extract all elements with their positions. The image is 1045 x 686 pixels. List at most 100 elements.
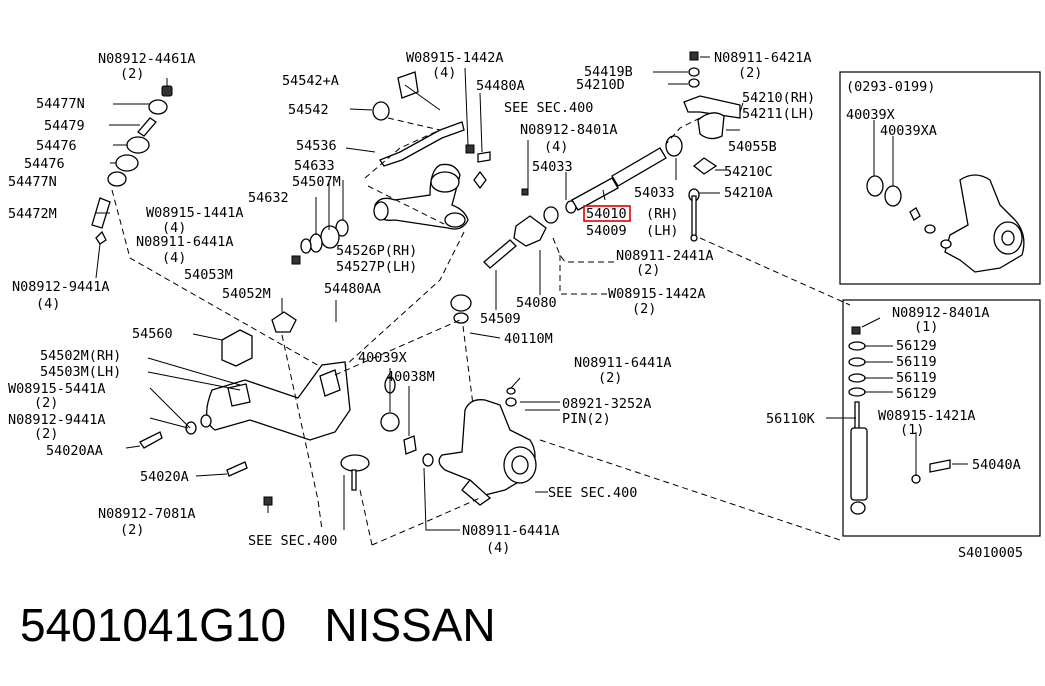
label-54542A: 54542+A <box>282 73 339 89</box>
label-08921-3252A: 08921-3252A <box>562 396 651 412</box>
label-54507M: 54507M <box>292 174 341 190</box>
label-08911-6441A: N08911-6441A <box>136 234 234 250</box>
part-labels: N08912-4461A (2) 54477N 54479 54476 5447… <box>8 50 1023 561</box>
label-qty: (2) <box>120 522 144 538</box>
label-08912-9441A: N08912-9441A <box>12 279 110 295</box>
label-qty: (2) <box>738 65 762 81</box>
label-qty: (2) <box>632 301 656 317</box>
label-qty: (4) <box>162 220 186 236</box>
label-pin: PIN(2) <box>562 411 611 427</box>
label-56129: 56129 <box>896 386 937 402</box>
label-54477N: 54477N <box>8 174 57 190</box>
label-qty: (2) <box>598 370 622 386</box>
label-08915-1442A: W08915-1442A <box>608 286 706 302</box>
label-56119: 56119 <box>896 370 937 386</box>
label-08911-6441A: N08911-6441A <box>462 523 560 539</box>
label-qty: (4) <box>486 540 510 556</box>
label-54419B: 54419B <box>584 64 633 80</box>
label-54472M: 54472M <box>8 206 57 222</box>
label-qty: (4) <box>432 65 456 81</box>
label-lh: (LH) <box>646 223 679 239</box>
label-54020A: 54020A <box>140 469 189 485</box>
label-qty: (4) <box>36 296 60 312</box>
steering-knuckle <box>380 376 537 506</box>
label-qty: (2) <box>636 262 660 278</box>
label-54055B: 54055B <box>728 139 777 155</box>
label-54527P: 54527P(LH) <box>336 259 417 275</box>
label-08912-4461A: N08912-4461A <box>98 51 196 67</box>
label-54033: 54033 <box>634 185 675 201</box>
label-54503M: 54503M(LH) <box>40 364 121 380</box>
label-qty: (2) <box>34 426 58 442</box>
label-see-sec-400: SEE SEC.400 <box>248 533 337 549</box>
label-54479: 54479 <box>44 118 85 134</box>
label-54210A: 54210A <box>724 185 773 201</box>
label-08912-8401A: N08912-8401A <box>520 122 618 138</box>
label-54632: 54632 <box>248 190 289 206</box>
label-54020AA: 54020AA <box>46 443 103 459</box>
brand-name: NISSAN <box>324 599 496 651</box>
label-40038M: 40038M <box>386 369 435 385</box>
bracket-stack-54210 <box>665 51 741 242</box>
label-54080: 54080 <box>516 295 557 311</box>
label-54536: 54536 <box>296 138 337 154</box>
figure-code: S4010005 <box>958 545 1023 561</box>
label-qty: (4) <box>162 250 186 266</box>
label-qty: (1) <box>914 319 938 335</box>
label-54211: 54211(LH) <box>742 106 815 122</box>
label-40110M: 40110M <box>504 331 553 347</box>
label-08912-8401A: N08912-8401A <box>892 305 990 321</box>
label-see-sec-400: SEE SEC.400 <box>548 485 637 501</box>
label-qty: (4) <box>544 139 568 155</box>
label-56129: 56129 <box>896 338 937 354</box>
label-56110K: 56110K <box>766 411 816 427</box>
label-rh: (RH) <box>646 206 679 222</box>
label-qty: (2) <box>34 395 58 411</box>
label-08915-5441A: W08915-5441A <box>8 381 106 397</box>
label-54476: 54476 <box>36 138 77 154</box>
label-40039XA: 40039XA <box>880 123 937 139</box>
label-54210D: 54210D <box>576 77 625 93</box>
label-54480AA: 54480AA <box>324 281 381 297</box>
tension-rod <box>450 147 667 324</box>
label-08912-7081A: N08912-7081A <box>98 506 196 522</box>
upper-arm-assembly <box>291 71 491 265</box>
label-54477N: 54477N <box>36 96 85 112</box>
label-inset-range: (0293-0199) <box>846 79 935 95</box>
footer-caption: 5401041G10 NISSAN <box>20 598 496 652</box>
label-54210C: 54210C <box>724 164 773 180</box>
label-54053M: 54053M <box>184 267 233 283</box>
label-54010: 54010 <box>586 206 627 222</box>
label-54052M: 54052M <box>222 286 271 302</box>
inset-frame-knuckle <box>839 71 1041 285</box>
label-qty: (2) <box>120 66 144 82</box>
label-54009: 54009 <box>586 223 627 239</box>
label-54509: 54509 <box>480 311 521 327</box>
label-54526P: 54526P(RH) <box>336 243 417 259</box>
label-54560: 54560 <box>132 326 173 342</box>
label-54502M: 54502M(RH) <box>40 348 121 364</box>
label-08912-9441A: N08912-9441A <box>8 412 106 428</box>
label-54033: 54033 <box>532 159 573 175</box>
inset-knuckle <box>866 174 1025 273</box>
label-08915-1442A: W08915-1442A <box>406 50 504 66</box>
label-54040A: 54040A <box>972 457 1021 473</box>
label-54480A: 54480A <box>476 78 525 94</box>
label-08911-2441A: N08911-2441A <box>616 248 714 264</box>
label-08911-6421A: N08911-6421A <box>714 50 812 66</box>
label-qty: (1) <box>900 422 924 438</box>
part-number: 5401041G10 <box>20 599 287 651</box>
label-40039X: 40039X <box>358 350 407 366</box>
lower-arm-assembly <box>139 311 370 506</box>
shock-absorber <box>848 326 951 515</box>
label-08915-1441A: W08915-1441A <box>146 205 244 221</box>
label-40039X: 40039X <box>846 107 895 123</box>
label-56119: 56119 <box>896 354 937 370</box>
label-08915-1421A: W08915-1421A <box>878 408 976 424</box>
label-08911-6441A: N08911-6441A <box>574 355 672 371</box>
label-see-sec-400: SEE SEC.400 <box>504 100 593 116</box>
label-54476: 54476 <box>24 156 65 172</box>
label-54633: 54633 <box>294 158 335 174</box>
highlight-54010 <box>583 205 631 222</box>
